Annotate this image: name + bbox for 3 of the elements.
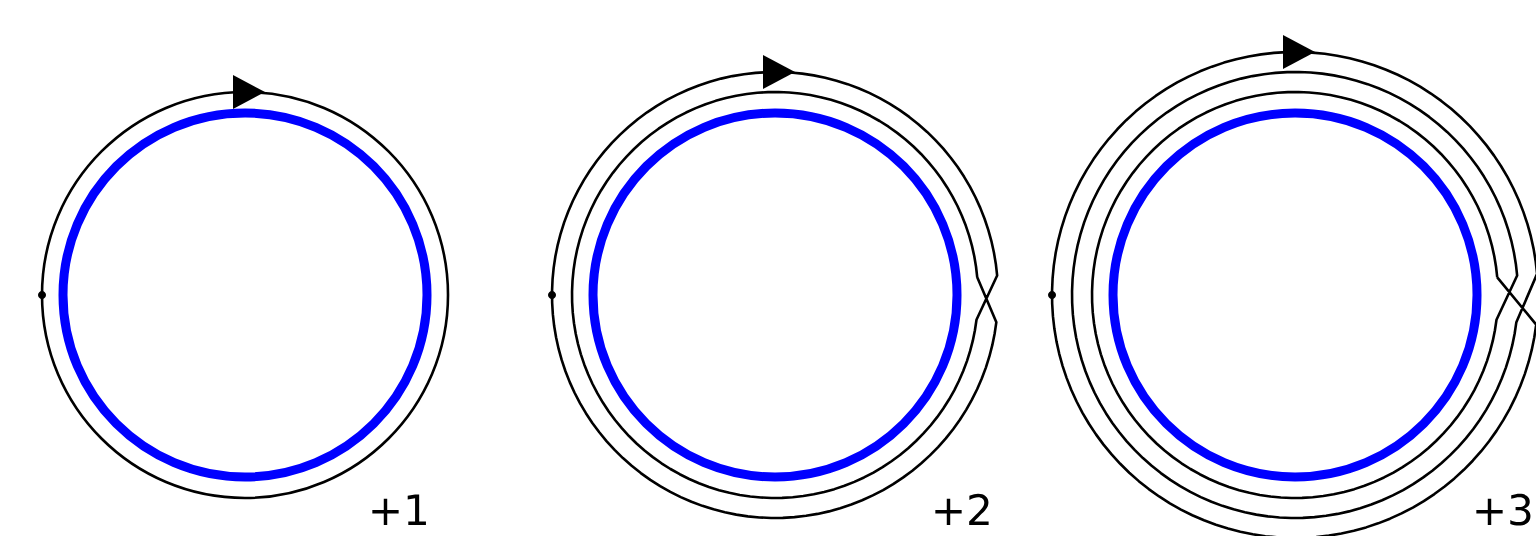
winding-number: +3 — [1476, 493, 1531, 526]
winding-number: +2 — [935, 493, 989, 525]
winding-number: +1 — [372, 494, 426, 525]
